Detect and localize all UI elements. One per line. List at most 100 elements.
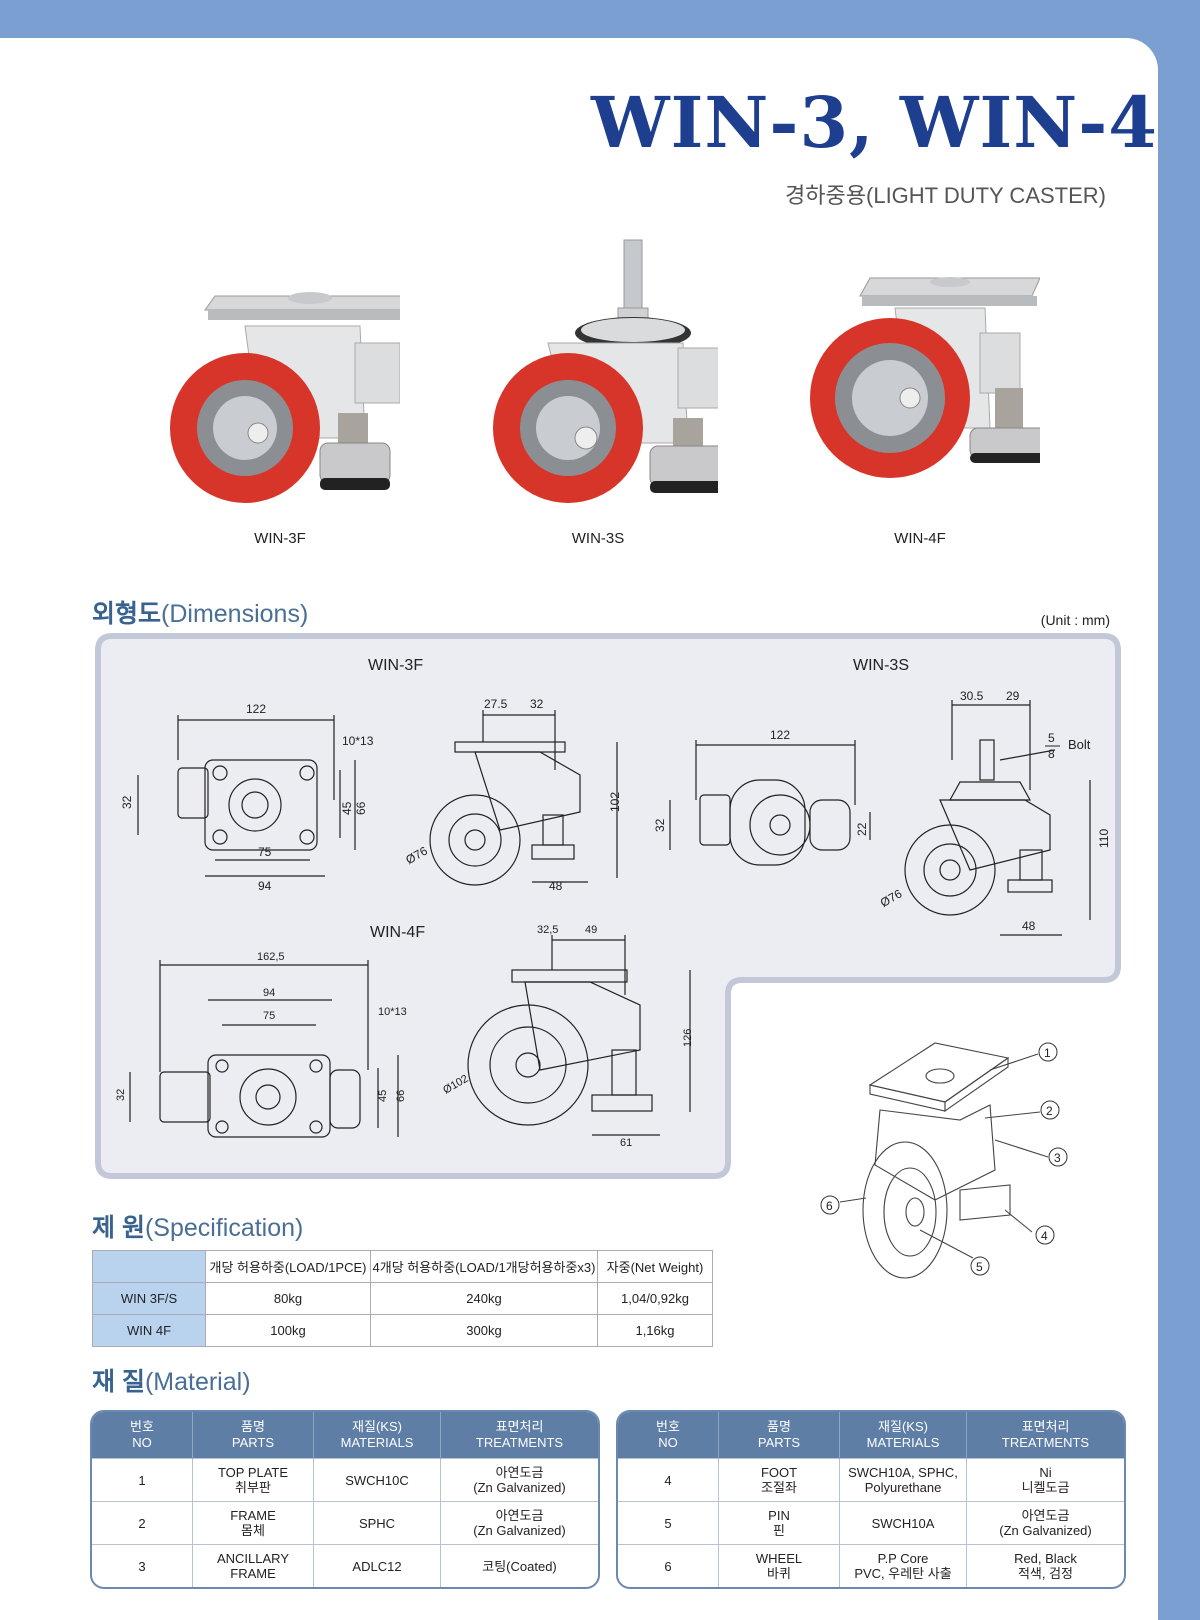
win3s-side-view xyxy=(904,700,1091,936)
photo-label-win3f: WIN-3F xyxy=(254,530,306,547)
dim-win3s-bolt-den: 8 xyxy=(1048,747,1055,761)
dim-win4f-45: 45 xyxy=(377,1090,389,1102)
callout-6: 6 xyxy=(826,1199,833,1213)
dim-win3f-66: 66 xyxy=(354,801,368,815)
material-material: SWCH10A, SPHC,Polyurethane xyxy=(839,1458,967,1502)
material-material: SWCH10C xyxy=(313,1458,441,1502)
caster-parts-illustration xyxy=(839,1042,1049,1279)
dim-win4f-66: 66 xyxy=(395,1090,407,1102)
dim-win4f-325: 32,5 xyxy=(537,924,558,936)
dim-win4f-94: 94 xyxy=(263,987,275,999)
material-treatment: 아연도금(Zn Galvanized) xyxy=(966,1501,1124,1545)
caster-photo-win3f xyxy=(170,292,400,503)
photo-label-win4f: WIN-4F xyxy=(894,530,946,547)
dim-win3s-bolt: Bolt xyxy=(1068,737,1091,752)
page-title: WIN-3, WIN-4 xyxy=(591,81,1158,164)
spec-cell: 1,16kg xyxy=(597,1314,713,1347)
dim-win3s-22: 22 xyxy=(855,822,869,836)
unit-note: (Unit : mm) xyxy=(1040,612,1110,628)
caster-photo-win3s xyxy=(493,239,718,503)
material-no: 3 xyxy=(92,1544,193,1587)
dim-win3f-94: 94 xyxy=(258,879,272,893)
spec-cell: 300kg xyxy=(370,1314,598,1347)
spec-model: WIN 4F xyxy=(92,1314,206,1347)
dim-win3s-122: 122 xyxy=(770,728,790,742)
dim-win3s-bolt-num: 5 xyxy=(1048,731,1055,745)
dim-win3f-48: 48 xyxy=(549,879,563,893)
dim-win3f-102: 102 xyxy=(608,792,622,812)
dim-win3f-45: 45 xyxy=(340,801,354,815)
material-material: ADLC12 xyxy=(313,1544,441,1587)
win4f-top-view xyxy=(129,960,399,1138)
spec-cell: 1,04/0,92kg xyxy=(597,1282,713,1315)
drawing-label-win4f: WIN-4F xyxy=(370,924,425,941)
spec-cell: 80kg xyxy=(205,1282,371,1315)
spec-row: WIN 4F 100kg 300kg 1,16kg xyxy=(92,1314,713,1347)
part-callouts: 1 2 3 4 5 6 xyxy=(820,1042,1068,1276)
spec-header-row: 개당 허용하중(LOAD/1PCE) 4개당 허용하중(LOAD/1개당허용하중… xyxy=(92,1250,713,1283)
dim-win3s-48: 48 xyxy=(1022,919,1036,933)
callout-3: 3 xyxy=(1054,1151,1061,1165)
dim-win3f-t32: 32 xyxy=(530,697,544,711)
dim-win4f-126: 126 xyxy=(682,1029,694,1047)
dim-win3s-305: 30.5 xyxy=(960,689,984,703)
dim-win4f-75: 75 xyxy=(263,1010,275,1022)
material-treatment: 코팅(Coated) xyxy=(440,1544,598,1587)
spec-header-cell xyxy=(92,1250,206,1283)
callout-5: 5 xyxy=(976,1260,983,1274)
dim-win3s-32: 32 xyxy=(653,818,667,832)
dim-win3f-122: 122 xyxy=(246,702,266,716)
callout-2: 2 xyxy=(1046,1104,1053,1118)
material-header-cell: 재질(KS)MATERIALS xyxy=(839,1412,967,1459)
dim-win3s-110: 110 xyxy=(1097,829,1111,848)
dim-win3s-29: 29 xyxy=(1006,689,1020,703)
callout-4: 4 xyxy=(1041,1229,1048,1243)
drawing-label-win3f: WIN-3F xyxy=(368,657,423,674)
caster-photo-win4f xyxy=(810,277,1040,478)
dim-win4f-61: 61 xyxy=(620,1137,632,1149)
callout-1: 1 xyxy=(1044,1046,1051,1060)
spec-cell: 240kg xyxy=(370,1282,598,1315)
material-header-cell: 재질(KS)MATERIALS xyxy=(313,1412,441,1459)
spec-header-cell: 자중(Net Weight) xyxy=(597,1250,713,1283)
material-no: 1 xyxy=(92,1458,193,1502)
dim-win3f-bolt: 10*13 xyxy=(342,734,374,748)
material-treatment: 아연도금(Zn Galvanized) xyxy=(440,1458,598,1502)
page-subtitle: 경하중용(LIGHT DUTY CASTER) xyxy=(785,183,1106,208)
material-no: 6 xyxy=(618,1544,719,1587)
spec-heading: 제 원(Specification) xyxy=(92,1214,304,1242)
material-heading: 재 질(Material) xyxy=(92,1368,251,1396)
dim-win4f-32: 32 xyxy=(115,1089,127,1101)
material-material: SWCH10A xyxy=(839,1501,967,1545)
material-no: 5 xyxy=(618,1501,719,1545)
spec-cell: 100kg xyxy=(205,1314,371,1347)
material-no: 4 xyxy=(618,1458,719,1502)
material-treatment: 아연도금(Zn Galvanized) xyxy=(440,1501,598,1545)
win3f-top-view xyxy=(137,715,356,877)
dim-win3f-32: 32 xyxy=(120,795,134,809)
